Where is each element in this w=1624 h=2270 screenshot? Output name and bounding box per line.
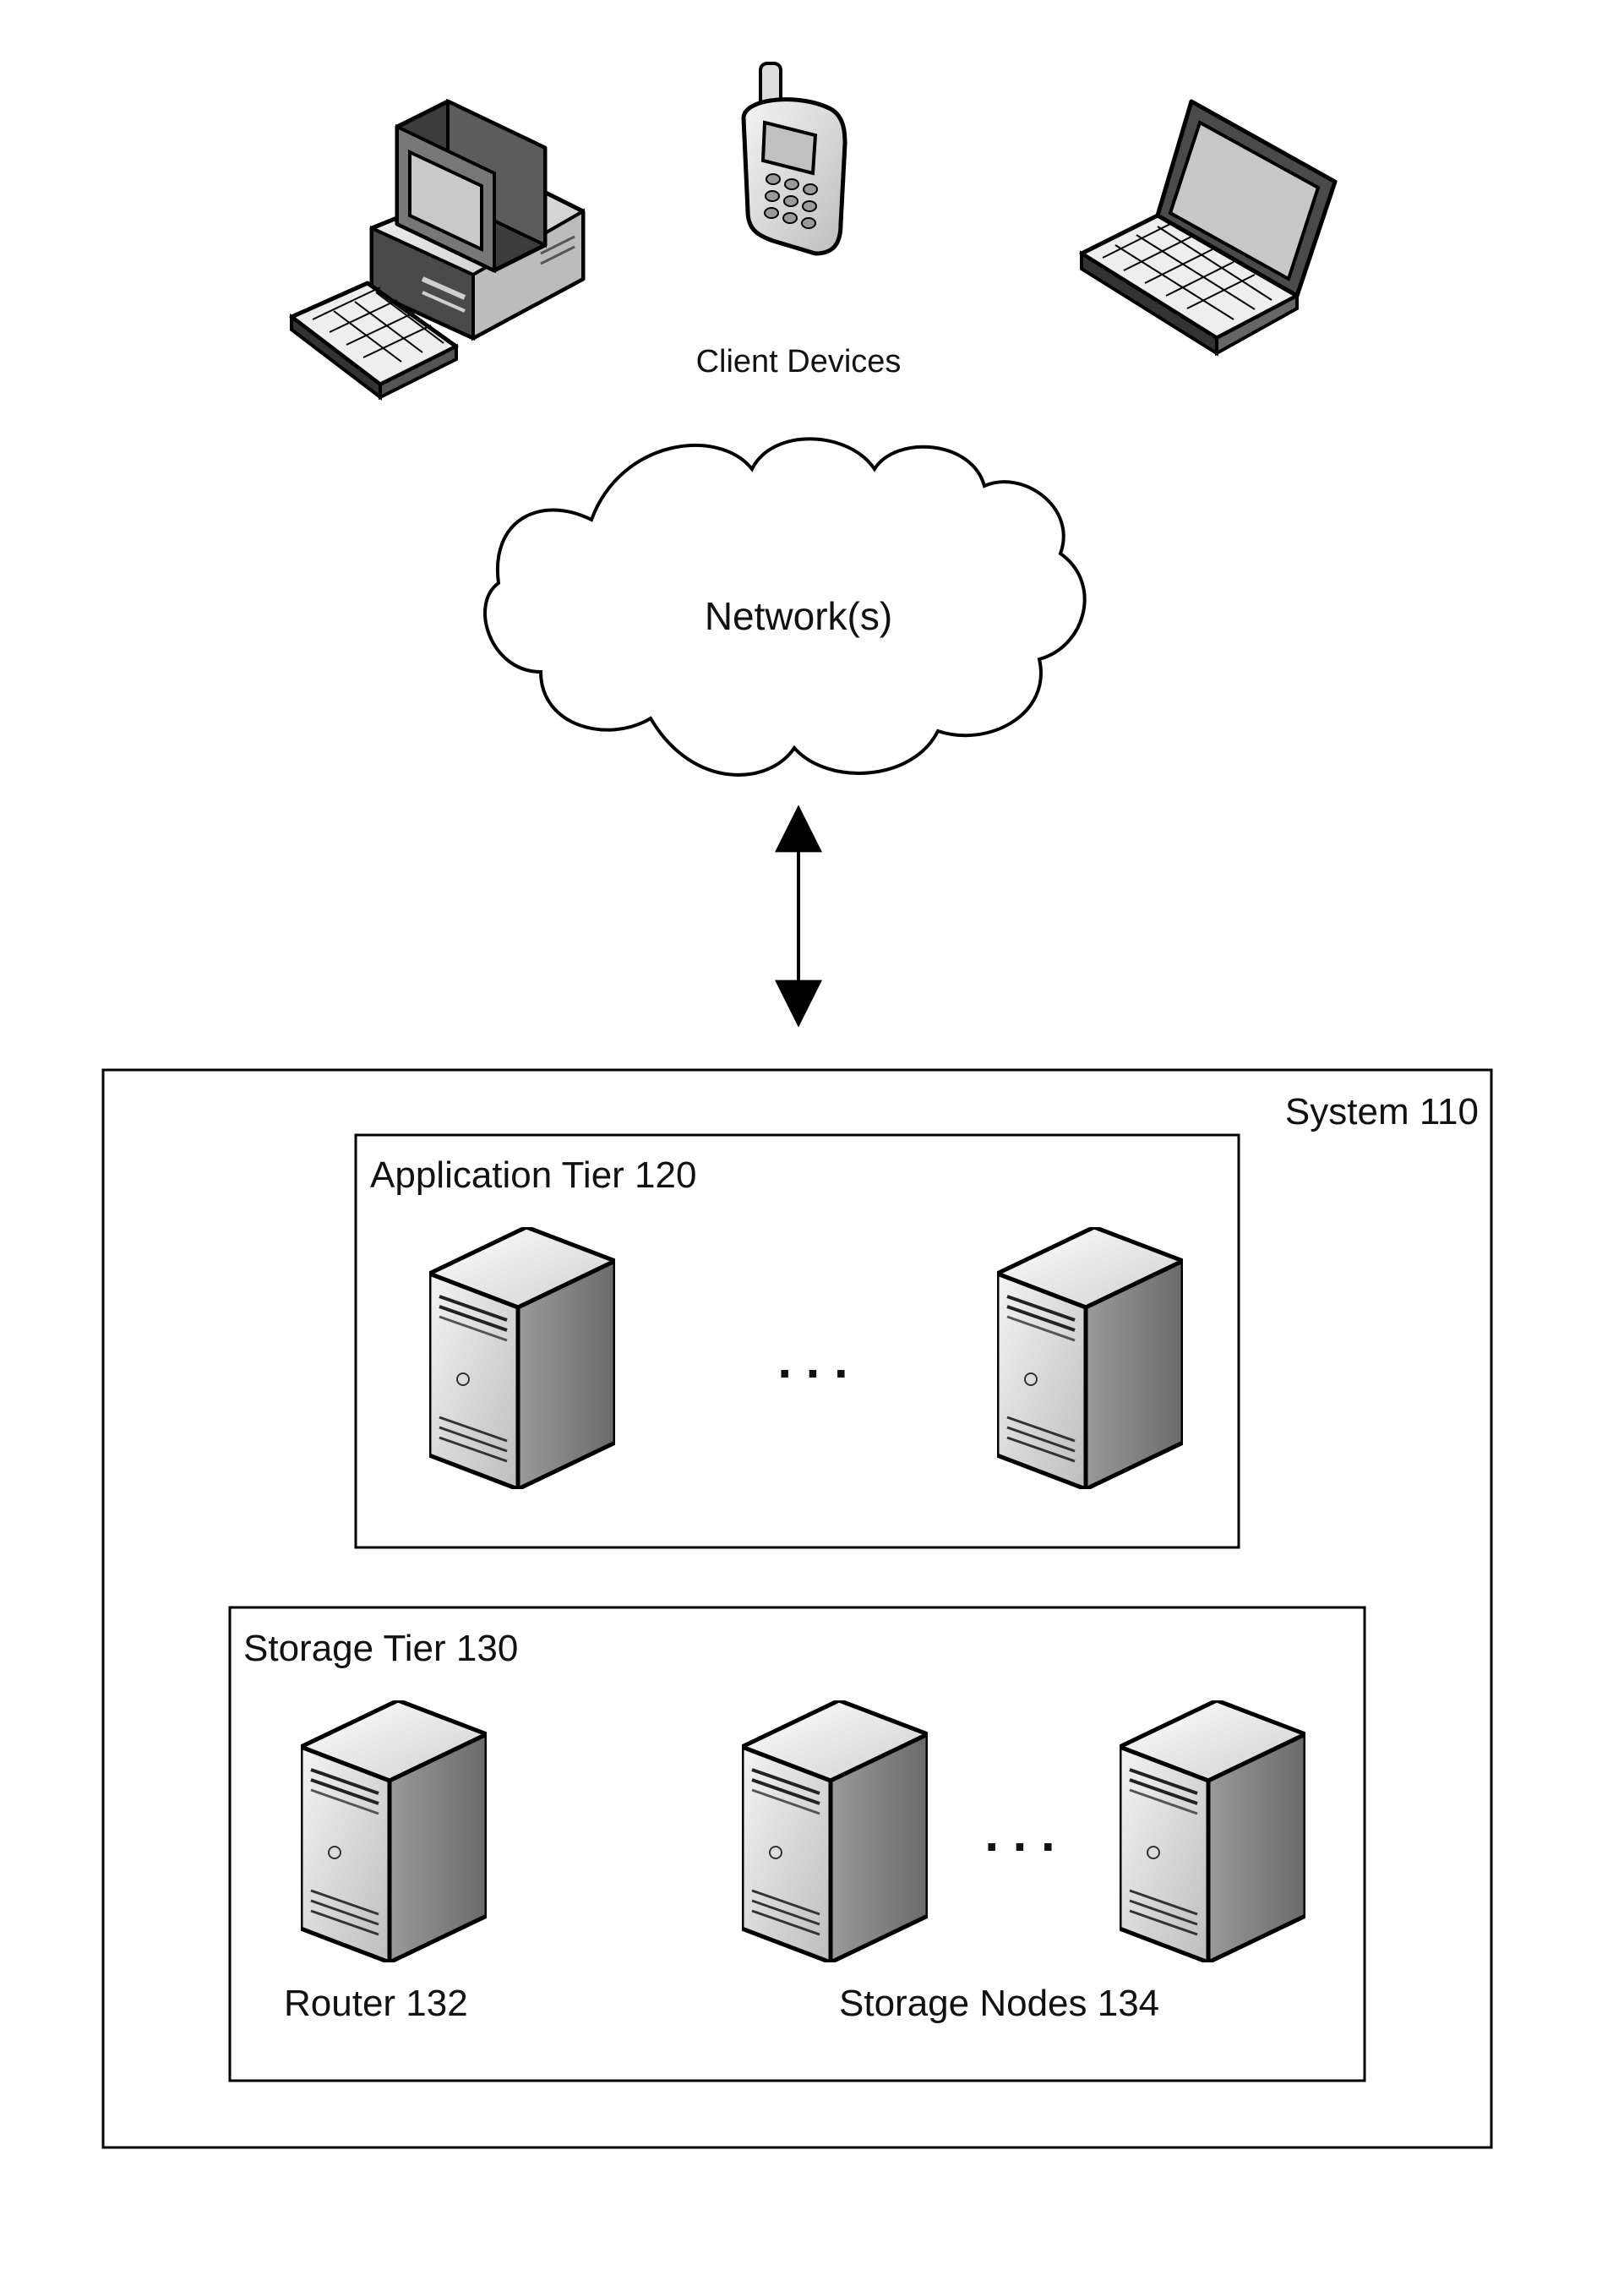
router-server-icon [301, 1700, 487, 1962]
application-tier-container: Application Tier 120 . . . [356, 1135, 1239, 1547]
system-label: System 110 [1285, 1091, 1479, 1132]
ellipsis-indicator: . . . [777, 1332, 847, 1389]
storage-tier-label: Storage Tier 130 [243, 1628, 518, 1669]
storage-node-server-icon [742, 1700, 928, 1962]
server-tower-icon [429, 1227, 615, 1489]
client-devices-group: Client Devices [292, 63, 1335, 397]
network-cloud: Network(s) [485, 439, 1085, 775]
application-tier-label: Application Tier 120 [370, 1154, 696, 1196]
router-label: Router 132 [284, 1983, 468, 2024]
storage-nodes-label: Storage Nodes 134 [839, 1983, 1159, 2024]
storage-node-server-icon [1120, 1700, 1305, 1962]
desktop-computer-icon [292, 101, 583, 397]
laptop-icon [1082, 101, 1335, 353]
client-devices-label: Client Devices [696, 344, 902, 379]
mobile-phone-icon [744, 63, 845, 254]
ellipsis-indicator: . . . [984, 1805, 1055, 1862]
server-tower-icon [997, 1227, 1183, 1489]
system-container: System 110 Application Tier 120 . . . St… [103, 1070, 1491, 2147]
network-label: Network(s) [705, 594, 892, 638]
storage-tier-container: Storage Tier 130 Router 132 . . . Storag… [230, 1607, 1365, 2081]
